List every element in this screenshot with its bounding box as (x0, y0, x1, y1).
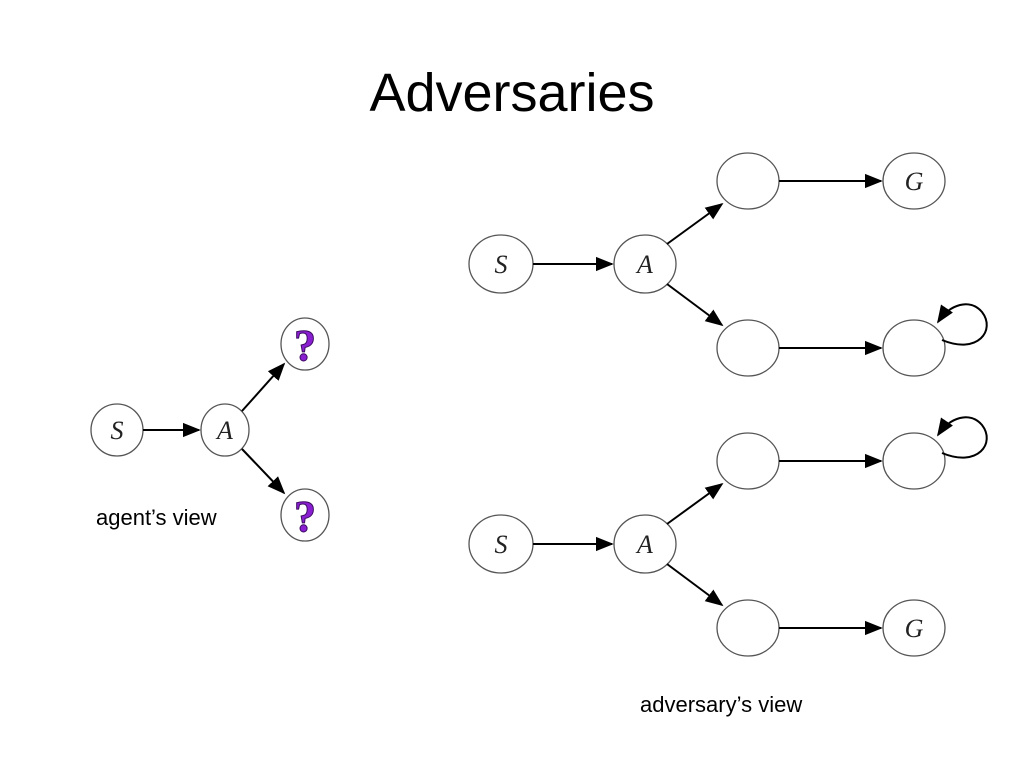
adv2-goal-label: G (905, 614, 924, 643)
adv1-self-loop (937, 303, 988, 346)
adv1-state-bottom (716, 319, 780, 377)
agent-unknown-node-top (280, 317, 330, 371)
agent-edge-a-bottom (241, 448, 286, 495)
adv2-start-label: S (495, 530, 508, 559)
adv2-edge-a-bottom (666, 563, 724, 607)
adv2-state-top (716, 432, 780, 490)
question-mark-icon: ? (294, 492, 316, 541)
adv1-action-node (613, 234, 677, 294)
adv1-goal-label: G (905, 167, 924, 196)
agent-unknown-node-bottom (280, 488, 330, 542)
agent-start-label: S (111, 416, 124, 445)
adversary-view-caption: adversary’s view (640, 692, 803, 717)
adversary-graph-lower: S A G (468, 416, 988, 657)
agent-view-graph: S A ? ? (90, 317, 330, 542)
agent-edge-a-top (241, 362, 286, 412)
adversary-graph-upper: S A G (468, 152, 988, 377)
adv1-state-top (716, 152, 780, 210)
question-mark-icon: ? (294, 321, 316, 370)
agent-action-node (200, 403, 250, 457)
agent-view-caption: agent’s view (96, 505, 217, 530)
adv2-self-loop (937, 416, 988, 459)
adv1-trap-node (882, 319, 946, 377)
agent-action-label: A (215, 416, 233, 445)
adv1-action-label: A (635, 250, 653, 279)
adv2-edge-a-top (666, 482, 724, 525)
adv1-goal-node (882, 152, 946, 210)
page-title: Adversaries (369, 63, 655, 123)
adv1-edge-a-top (666, 202, 724, 245)
adv1-start-label: S (495, 250, 508, 279)
adv2-state-bottom (716, 599, 780, 657)
adv1-edge-a-bottom (666, 283, 724, 327)
adv2-goal-node (882, 599, 946, 657)
adv2-action-label: A (635, 530, 653, 559)
adv2-action-node (613, 514, 677, 574)
adv2-trap-node (882, 432, 946, 490)
